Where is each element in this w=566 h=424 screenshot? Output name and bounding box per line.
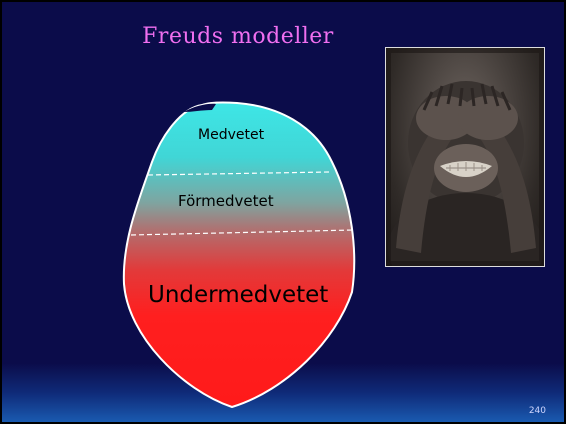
layer-label-preconscious: Förmedvetet (178, 192, 274, 210)
mind-shape (122, 101, 356, 409)
chimpanzee-photo (385, 47, 545, 267)
iceberg-tip (184, 103, 216, 112)
slide-title: Freuds modeller (142, 24, 334, 49)
layer-label-unconscious: Undermedvetet (148, 282, 329, 308)
page-number: 240 (528, 406, 546, 416)
layer-divider-upper (147, 171, 330, 176)
chimpanzee-image (386, 48, 544, 266)
layer-label-conscious: Medvetet (198, 127, 265, 143)
layer-divider-lower (130, 229, 355, 236)
